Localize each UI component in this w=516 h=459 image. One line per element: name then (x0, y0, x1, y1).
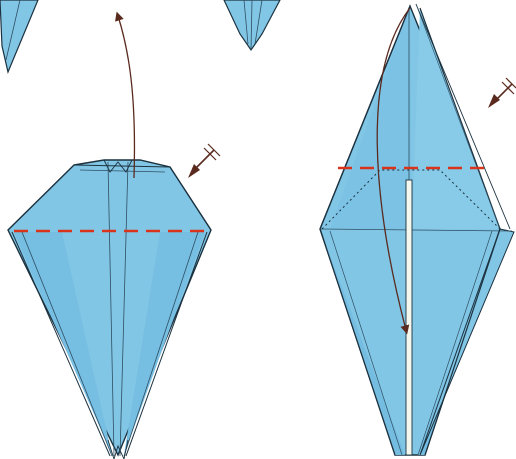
kite-body (7, 159, 212, 457)
push-arrow (188, 143, 221, 178)
step-partial-middle (223, 0, 281, 52)
step-kite-base (7, 11, 221, 459)
step-partial-left (0, 0, 39, 74)
hidden-edge-line (321, 169, 501, 230)
fold-arrow (376, 7, 411, 335)
push-arrow (488, 77, 516, 108)
step-long-diamond (319, 3, 516, 456)
fold-arrow (115, 11, 136, 179)
